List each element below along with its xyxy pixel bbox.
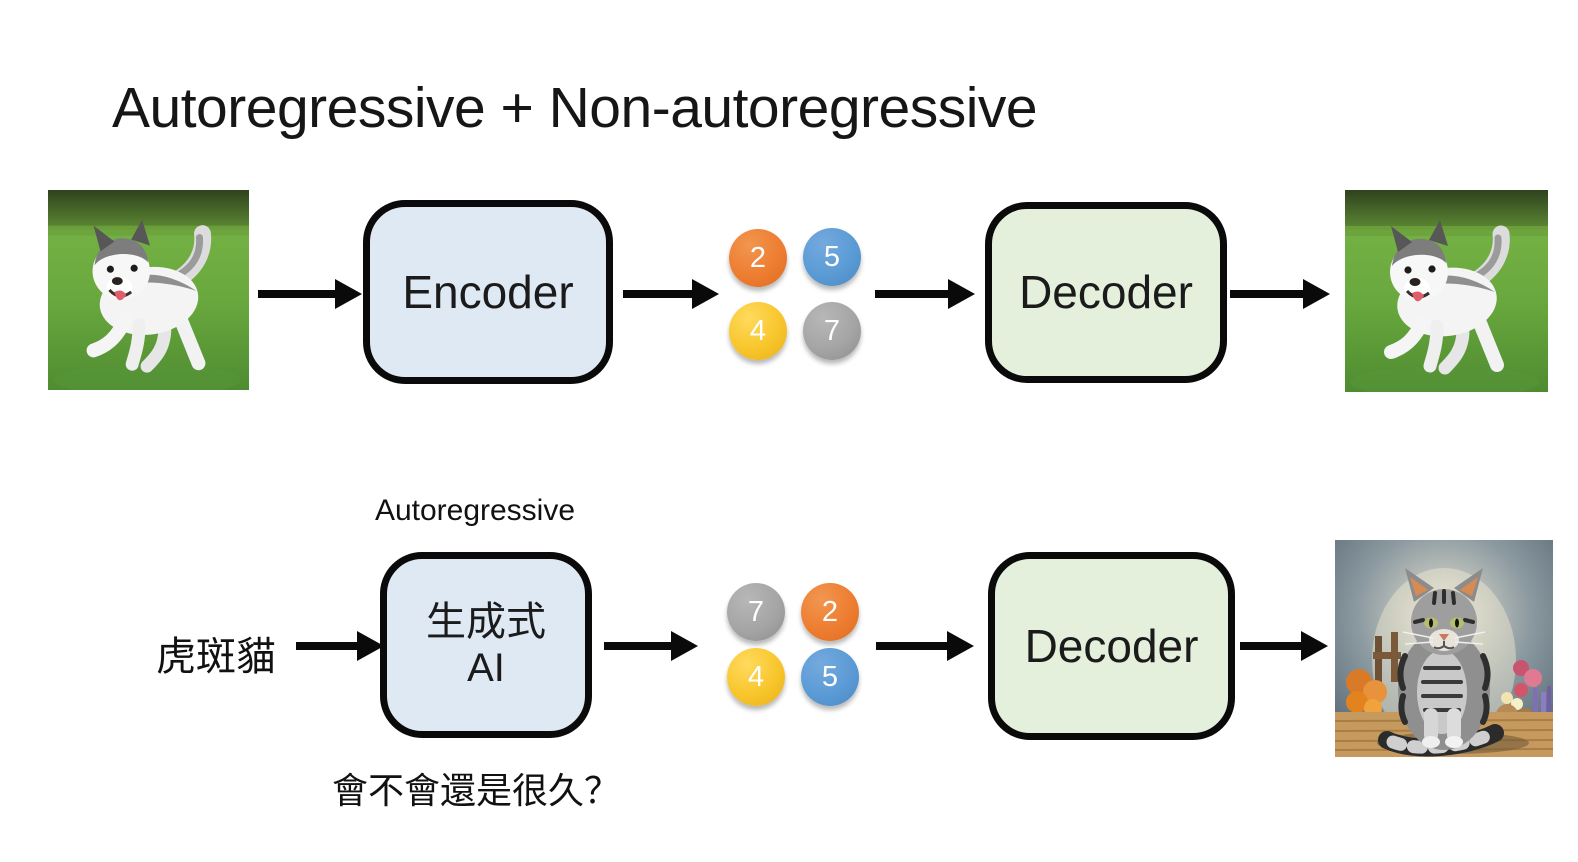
token-value: 4 [749, 314, 767, 347]
token-value: 7 [823, 314, 841, 347]
arrow-head [948, 279, 975, 309]
arrow-head [1301, 631, 1328, 661]
arrow-head [357, 631, 384, 661]
arrow-shaft [296, 642, 357, 650]
token-circle: 2 [801, 583, 859, 641]
decoder-label: Decoder [1024, 619, 1199, 672]
token-circle: 4 [729, 302, 787, 360]
generative-ai-box: 生成式 AI [380, 552, 592, 738]
token-value: 4 [747, 660, 765, 693]
input-dog-photo [47, 190, 250, 390]
arrow-right-icon [258, 279, 362, 309]
token-value: 7 [747, 595, 765, 628]
husky-dog-illustration [47, 190, 250, 390]
arrow-head [947, 631, 974, 661]
token-circle: 5 [803, 228, 861, 286]
question-caption: 會不會還是很久？ [332, 770, 621, 811]
arrow-head [671, 631, 698, 661]
arrow-head [692, 279, 719, 309]
decoder-box-top: Decoder [985, 202, 1227, 383]
token-value: 5 [823, 240, 841, 273]
genai-label-line1: 生成式 [426, 600, 546, 644]
token-value: 2 [821, 595, 839, 628]
decoder-box-bottom: Decoder [988, 552, 1235, 740]
token-circle: 4 [727, 648, 785, 706]
arrow-shaft [623, 290, 692, 298]
output-cat-photo [1335, 540, 1553, 757]
arrow-shaft [604, 642, 671, 650]
slide-title: Autoregressive + Non-autoregressive [112, 76, 1038, 140]
encoder-label: Encoder [402, 265, 574, 318]
arrow-right-icon [1230, 279, 1330, 309]
genai-label-line2: AI [467, 646, 505, 690]
token-circle: 7 [803, 302, 861, 360]
token-circle: 7 [727, 583, 785, 641]
output-dog-photo [1345, 190, 1548, 392]
arrow-head [1303, 279, 1330, 309]
decoder-label: Decoder [1019, 266, 1193, 319]
arrow-shaft [258, 290, 335, 298]
arrow-right-icon [1240, 631, 1328, 661]
arrow-right-icon [876, 631, 974, 661]
arrow-shaft [1230, 290, 1303, 298]
arrow-shaft [1240, 642, 1301, 650]
arrow-shaft [876, 642, 947, 650]
arrow-right-icon [296, 631, 384, 661]
arrow-shaft [875, 290, 948, 298]
input-text-prompt: 虎斑貓 [156, 635, 276, 679]
token-circle: 2 [729, 229, 787, 287]
token-value: 2 [749, 241, 767, 274]
autoregressive-label: Autoregressive [374, 494, 576, 527]
arrow-right-icon [875, 279, 975, 309]
husky-dog-illustration [1345, 190, 1548, 392]
arrow-right-icon [604, 631, 698, 661]
encoder-box: Encoder [363, 200, 613, 384]
arrow-head [335, 279, 362, 309]
token-circle: 5 [801, 648, 859, 706]
tabby-cat-illustration [1335, 540, 1553, 757]
arrow-right-icon [623, 279, 719, 309]
token-value: 5 [821, 660, 839, 693]
